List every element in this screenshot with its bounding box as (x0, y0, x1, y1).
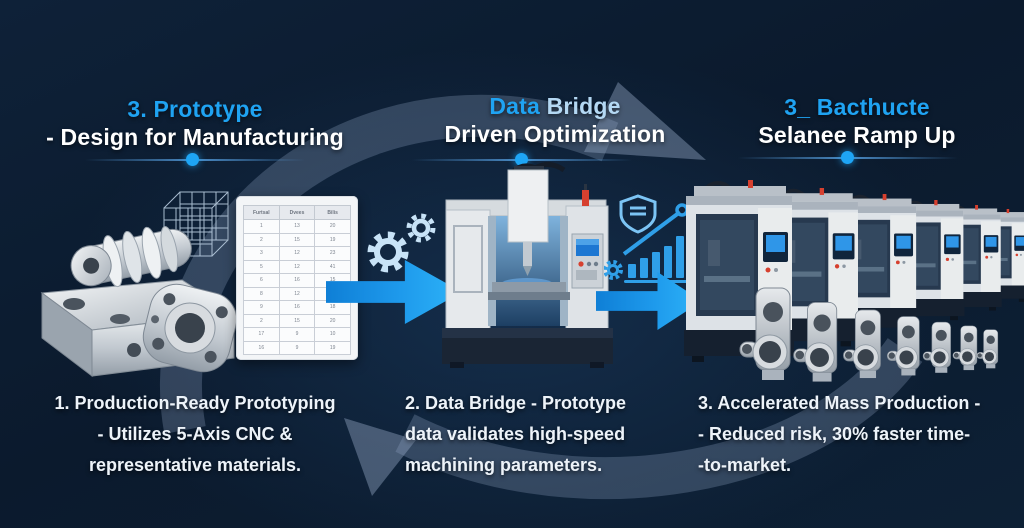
stage3-dot (841, 151, 854, 164)
stage1-caption-line1: 1. Production-Ready Prototyping (54, 393, 336, 413)
stage1-caption-line3: representative materials. (88, 455, 302, 475)
spec-table-body: 1132021519312235124161615812119161821520… (243, 219, 351, 355)
stage3-caption-line1: 3. Accelerated Mass Production - (698, 393, 981, 413)
spec-table-header-cell: Furtsal (243, 205, 280, 220)
stage2-title-accent: Data (489, 93, 540, 119)
cnc-machine-image (442, 162, 613, 368)
stage2-dot (515, 153, 528, 166)
stage2-caption-line1: 2. Data Bridge - Prototype (405, 393, 627, 413)
analytics-icon (604, 194, 689, 283)
stage2-caption: 2. Data Bridge - Prototype data validate… (405, 388, 675, 481)
stage3-caption: 3. Accelerated Mass Production - - Reduc… (698, 388, 1020, 481)
machined-spindle (70, 226, 192, 288)
shield-icon (619, 194, 657, 234)
stage2-title-main: Driven Optimization (444, 121, 666, 147)
gears-icon (367, 213, 436, 273)
stage3-caption-line3: -to-market. (698, 455, 792, 475)
stage2-caption-line3: machining parameters. (405, 455, 603, 475)
stage2-divider (412, 153, 632, 166)
spec-table-header-cell: Dvees (278, 205, 316, 220)
machine-control-panel (571, 233, 604, 289)
cycle-arrowhead-right-icon (584, 82, 706, 160)
stage2-title-line1: Data Bridge (410, 92, 700, 120)
red-button (578, 261, 584, 267)
stage3-title: 3_ Bacthucte Selanee Ramp Up (712, 93, 1002, 149)
stage1-dot (186, 153, 199, 166)
stage1-caption: 1. Production-Ready Prototyping - Utiliz… (28, 388, 362, 481)
machined-parts-image (40, 191, 238, 378)
stage3-title-main: Selanee Ramp Up (758, 122, 956, 148)
beacon-light (582, 190, 589, 206)
stage2-title-accent2: Bridge (546, 93, 621, 119)
stage1-caption-line2: - Utilizes 5-Axis CNC & (97, 424, 293, 444)
stage3-divider (738, 151, 958, 164)
cycle-arrow-bottom (395, 337, 923, 500)
stage3-title-accent: 3_ Bacthucte (784, 94, 930, 120)
spec-table-header-cell: Bilis (314, 205, 351, 220)
cycle-arrowhead-left-icon (344, 418, 416, 496)
stage1-title-main: - Design for Manufacturing (46, 124, 344, 150)
stage1-divider (85, 153, 305, 166)
stage2-title: Data Bridge Driven Optimization (410, 92, 700, 148)
stage1-title-accent: 3. Prototype (127, 96, 263, 122)
stage3-caption-line2: - Reduced risk, 30% faster time- (698, 424, 971, 444)
gear-small-icon (604, 260, 623, 280)
machined-flange (142, 283, 238, 373)
stage1-title: 3. Prototype - Design for Manufacturing (20, 95, 370, 151)
factory-line-image (676, 180, 1024, 385)
stage2-caption-line2: data validates high-speed (405, 424, 626, 444)
